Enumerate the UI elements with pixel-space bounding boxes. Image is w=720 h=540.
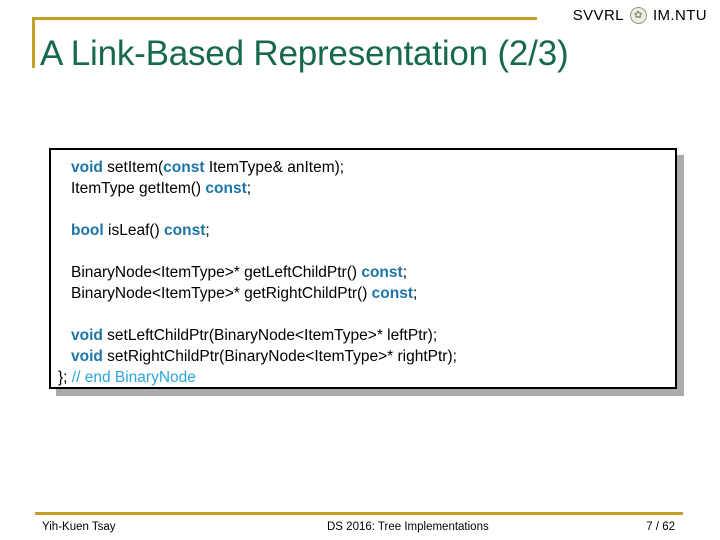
- code-segment-keyword: const: [205, 180, 247, 197]
- code-segment-keyword: void: [71, 159, 103, 176]
- code-segment-plain: ItemType& anItem);: [204, 159, 345, 176]
- code-segment-keyword: const: [361, 264, 403, 281]
- code-segment-plain: setRightChildPtr(BinaryNode<ItemType>* r…: [102, 348, 457, 365]
- footer-course: DS 2016: Tree Implementations: [327, 521, 489, 533]
- title-accent-bar: [32, 17, 35, 68]
- code-segment-keyword: void: [71, 327, 103, 344]
- brand-header: SVVRL ✿ IM.NTU: [573, 7, 707, 24]
- code-segment-keyword: void: [71, 348, 103, 365]
- code-segment-plain: ;: [205, 222, 210, 239]
- code-line: [58, 304, 669, 325]
- code-segment-plain: setLeftChildPtr(BinaryNode<ItemType>* le…: [102, 327, 438, 344]
- code-line: ItemType getItem() const;: [58, 178, 669, 199]
- code-segment-plain: ;: [402, 264, 407, 281]
- code-line: void setRightChildPtr(BinaryNode<ItemTyp…: [58, 346, 669, 367]
- code-line: BinaryNode<ItemType>* getLeftChildPtr() …: [58, 262, 669, 283]
- code-segment-keyword: bool: [71, 222, 104, 239]
- code-segment-plain: BinaryNode<ItemType>* getLeftChildPtr(): [71, 264, 362, 281]
- brand-imntu-label: IM.NTU: [652, 7, 707, 24]
- code-segment-plain: setItem(: [102, 159, 164, 176]
- code-segment-plain: ItemType getItem(): [71, 180, 206, 197]
- code-line: }; // end BinaryNode: [58, 367, 669, 388]
- code-segment-keyword: const: [371, 285, 414, 302]
- footer-page-number: 7 / 62: [646, 521, 675, 533]
- code-line: void setLeftChildPtr(BinaryNode<ItemType…: [58, 325, 669, 346]
- code-segment-keyword: const: [163, 159, 205, 176]
- code-line: [58, 199, 669, 220]
- code-line: [58, 241, 669, 262]
- code-segment-plain: BinaryNode<ItemType>* getRightChildPtr(): [71, 285, 372, 302]
- ntu-seal-icon: ✿: [629, 7, 647, 24]
- code-box: void setItem(const ItemType& anItem);Ite…: [49, 148, 677, 389]
- code-segment-keyword: const: [164, 222, 206, 239]
- code-segment-plain: ;: [246, 180, 252, 197]
- slide-title: A Link-Based Representation (2/3): [40, 34, 569, 73]
- code-line: bool isLeaf() const;: [58, 220, 669, 241]
- footer-rule: [35, 512, 683, 515]
- code-segment-plain: ;: [413, 285, 418, 302]
- code-segment-plain: isLeaf(): [103, 222, 165, 239]
- code-segment-plain: };: [58, 369, 72, 386]
- brand-svvrl-label: SVVRL: [572, 7, 624, 24]
- code-line: BinaryNode<ItemType>* getRightChildPtr()…: [58, 283, 669, 304]
- footer-author: Yih-Kuen Tsay: [42, 521, 116, 533]
- top-accent-rule: [32, 17, 537, 20]
- code-line: void setItem(const ItemType& anItem);: [58, 157, 669, 178]
- code-segment-comment: // end BinaryNode: [71, 369, 196, 386]
